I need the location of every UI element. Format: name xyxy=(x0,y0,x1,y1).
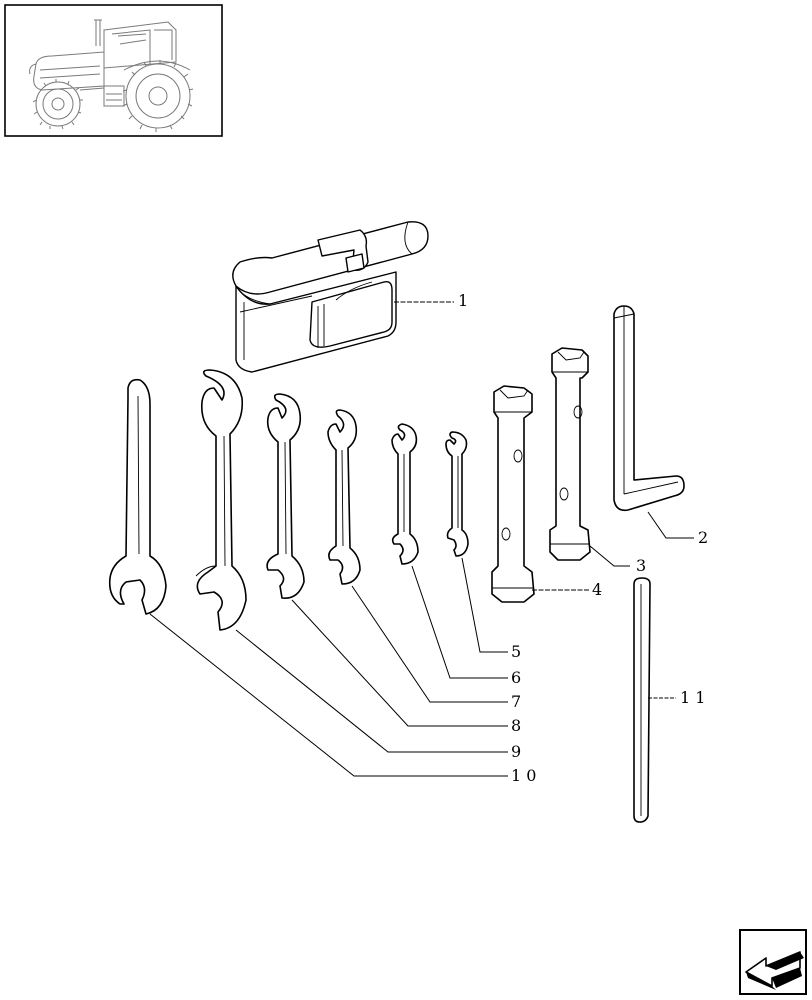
callout-1: 1 xyxy=(458,291,468,310)
part-2-hex-key xyxy=(613,305,694,539)
part-3-box-spanner xyxy=(549,347,630,567)
part-5-open-end-wrench xyxy=(445,431,508,653)
callout-2: 2 xyxy=(698,528,708,547)
callout-8: 8 xyxy=(511,716,521,735)
callout-6: 6 xyxy=(511,668,521,687)
callout-labels: 1 2 3 4 5 6 7 8 9 1 0 1 1 xyxy=(458,291,708,785)
callout-11: 1 1 xyxy=(680,688,705,707)
part-8-open-end-wrench xyxy=(266,393,508,727)
callout-10: 1 0 xyxy=(511,766,536,785)
part-11-tommy-bar xyxy=(633,577,676,823)
callout-7: 7 xyxy=(511,692,521,711)
part-6-open-end-wrench xyxy=(391,423,508,679)
part-9-open-end-wrench xyxy=(195,369,508,753)
part-1-tool-roll-bag xyxy=(232,221,454,373)
part-4-box-spanner xyxy=(491,385,590,603)
callout-3: 3 xyxy=(636,556,646,575)
part-7-open-end-wrench xyxy=(327,409,508,703)
callout-5: 5 xyxy=(511,642,521,661)
arrow-back-icon xyxy=(745,951,804,990)
callout-9: 9 xyxy=(511,742,521,761)
back-nav-button[interactable] xyxy=(739,929,807,995)
tractor-icon xyxy=(29,19,194,132)
tractor-thumbnail[interactable] xyxy=(4,4,223,137)
callout-4: 4 xyxy=(592,580,602,599)
part-10-single-open-end-wrench xyxy=(108,378,508,777)
